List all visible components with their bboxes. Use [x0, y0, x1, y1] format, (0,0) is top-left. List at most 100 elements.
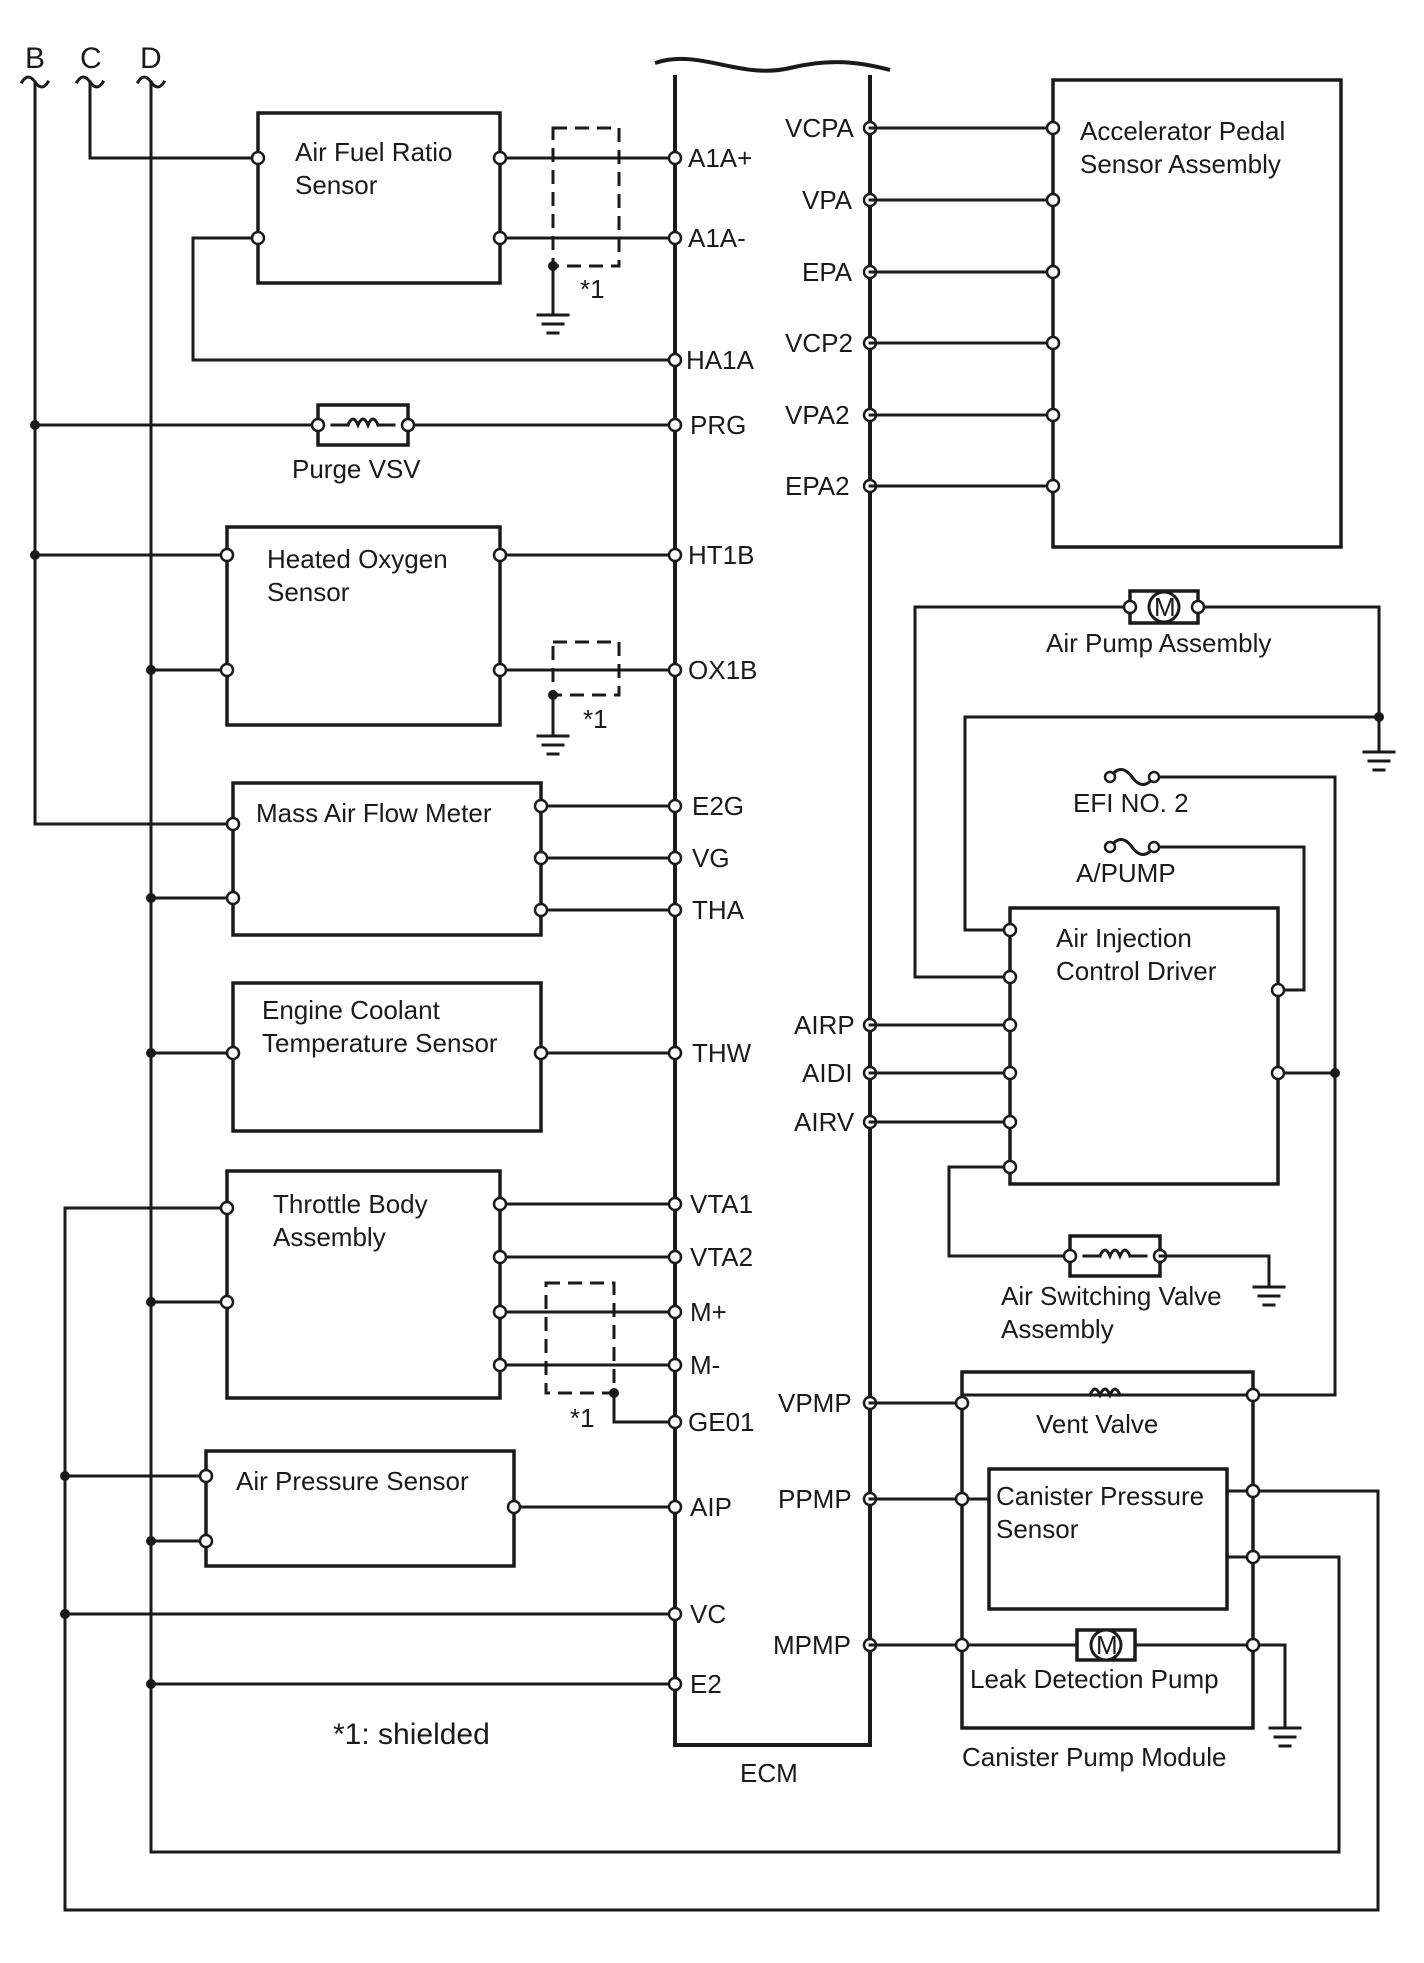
ground-asv — [1252, 1285, 1286, 1307]
pin-ge01: GE01 — [688, 1407, 755, 1437]
pin-aip: AIP — [690, 1492, 732, 1522]
pin-vcpa: VCPA — [785, 113, 855, 143]
connector-c-label: C — [80, 42, 102, 75]
leak-pump-motor-symbol: M — [1096, 1630, 1118, 1660]
pin-vcp2: VCP2 — [785, 328, 853, 358]
ecm-left-pins — [667, 150, 683, 1692]
shield-mark-afr: *1 — [580, 274, 605, 304]
pin-a1a-minus: A1A- — [688, 223, 746, 253]
shield-throttle — [544, 1281, 616, 1395]
ground-afr — [536, 313, 570, 335]
air-injection-pins — [1002, 922, 1286, 1175]
accel-line2: Sensor Assembly — [1080, 149, 1281, 179]
shield-afr — [551, 126, 621, 268]
maf-label: Mass Air Flow Meter — [256, 798, 492, 828]
pin-m-plus: M+ — [690, 1297, 727, 1327]
throttle-line2: Assembly — [273, 1222, 386, 1252]
pin-vta2: VTA2 — [690, 1242, 753, 1272]
pin-m-minus: M- — [690, 1350, 720, 1380]
pin-epa2: EPA2 — [785, 471, 850, 501]
efi-fuse-icon — [1107, 768, 1157, 786]
pin-a1a-plus: A1A+ — [688, 143, 752, 173]
pin-aidi: AIDI — [802, 1058, 853, 1088]
leak-pump-motor-icon — [1089, 1628, 1123, 1662]
pin-airv: AIRV — [794, 1107, 855, 1137]
throttle-body-assembly-box — [225, 1169, 502, 1400]
loop-wire-e2 — [149, 1555, 1341, 1854]
connector-b-label: B — [25, 42, 45, 75]
pin-vg: VG — [692, 843, 730, 873]
canister-pins — [954, 1387, 1261, 1653]
pin-e2g: E2G — [692, 791, 744, 821]
leak-pump-label: Leak Detection Pump — [970, 1664, 1219, 1694]
pin-thw: THW — [692, 1038, 752, 1068]
pin-ha1a: HA1A — [686, 345, 755, 375]
air-pump-right-wire — [1196, 605, 1381, 719]
pin-vta1: VTA1 — [690, 1189, 753, 1219]
vent-valve-label: Vent Valve — [1036, 1409, 1158, 1439]
pin-epa: EPA — [802, 257, 853, 287]
air-pump-label: Air Pump Assembly — [1046, 628, 1271, 658]
accel-pins — [1045, 120, 1061, 494]
heated-o2-line2: Sensor — [267, 577, 350, 607]
footnote: *1: shielded — [333, 1718, 490, 1751]
efi-fuse-label: EFI NO. 2 — [1073, 788, 1189, 818]
ground-canister — [1268, 1726, 1302, 1748]
pin-tha: THA — [692, 895, 745, 925]
shield-mark-o2: *1 — [583, 704, 608, 734]
pin-vc: VC — [690, 1599, 726, 1629]
asv-wire — [947, 1165, 1072, 1258]
air-switching-valve-coil — [1082, 1248, 1148, 1260]
canister-pressure-sensor-box — [987, 1467, 1229, 1611]
connector-d-label: D — [140, 42, 162, 75]
apump-fuse-label: A/PUMP — [1076, 858, 1176, 888]
ground-o2 — [536, 734, 570, 756]
air-pump-motor-symbol: M — [1154, 592, 1176, 622]
pin-e2: E2 — [690, 1669, 722, 1699]
pin-vpmp: VPMP — [778, 1388, 852, 1418]
air-pump-motor-icon — [1147, 590, 1181, 624]
afr-sensor-line2: Sensor — [295, 170, 378, 200]
pin-ht1b: HT1B — [688, 540, 754, 570]
accel-line1: Accelerator Pedal — [1080, 116, 1285, 146]
canister-module-label: Canister Pump Module — [962, 1742, 1226, 1772]
apump-fuse-wire — [1152, 845, 1306, 992]
pin-airp: AIRP — [794, 1010, 855, 1040]
throttle-line1: Throttle Body — [273, 1189, 428, 1219]
ect-line1: Engine Coolant — [262, 995, 441, 1025]
asv-line1: Air Switching Valve — [1001, 1281, 1222, 1311]
accelerator-pedal-sensor-assembly-box — [1051, 78, 1343, 549]
pin-prg: PRG — [690, 410, 746, 440]
shield-o2 — [551, 640, 621, 697]
afr-sensor-line1: Air Fuel Ratio — [295, 137, 453, 167]
air-injection-line1: Air Injection — [1056, 923, 1192, 953]
pin-ox1b: OX1B — [688, 655, 757, 685]
ground-air-pump — [1362, 750, 1396, 772]
air-injection-control-driver-box — [1008, 906, 1280, 1186]
ect-line2: Temperature Sensor — [262, 1028, 498, 1058]
purge-vsv-coil — [330, 417, 396, 429]
canister-pressure-line2: Sensor — [996, 1514, 1079, 1544]
pin-vpa: VPA — [802, 185, 853, 215]
heated-o2-line1: Heated Oxygen — [267, 544, 448, 574]
pin-vpa2: VPA2 — [785, 400, 850, 430]
vent-valve-coil — [1088, 1387, 1122, 1399]
purge-vsv-label: Purge VSV — [292, 454, 421, 484]
air-injection-line2: Control Driver — [1056, 956, 1217, 986]
pin-mpmp: MPMP — [773, 1630, 851, 1660]
apump-fuse-icon — [1107, 838, 1157, 856]
ecm-label: ECM — [740, 1758, 798, 1788]
loop-wire-vc — [63, 1206, 1380, 1912]
efi-fuse-wire — [1152, 775, 1337, 1075]
canister-pressure-line1: Canister Pressure — [996, 1481, 1204, 1511]
connector-d — [135, 75, 167, 1854]
shield-mark-throttle: *1 — [570, 1403, 595, 1433]
asv-line2: Assembly — [1001, 1314, 1114, 1344]
air-pressure-label: Air Pressure Sensor — [236, 1466, 469, 1496]
heated-oxygen-sensor-box — [225, 525, 502, 727]
air-fuel-ratio-sensor-box — [256, 111, 502, 285]
connector-c — [74, 75, 106, 160]
air-pump-left-wire — [913, 605, 1132, 979]
